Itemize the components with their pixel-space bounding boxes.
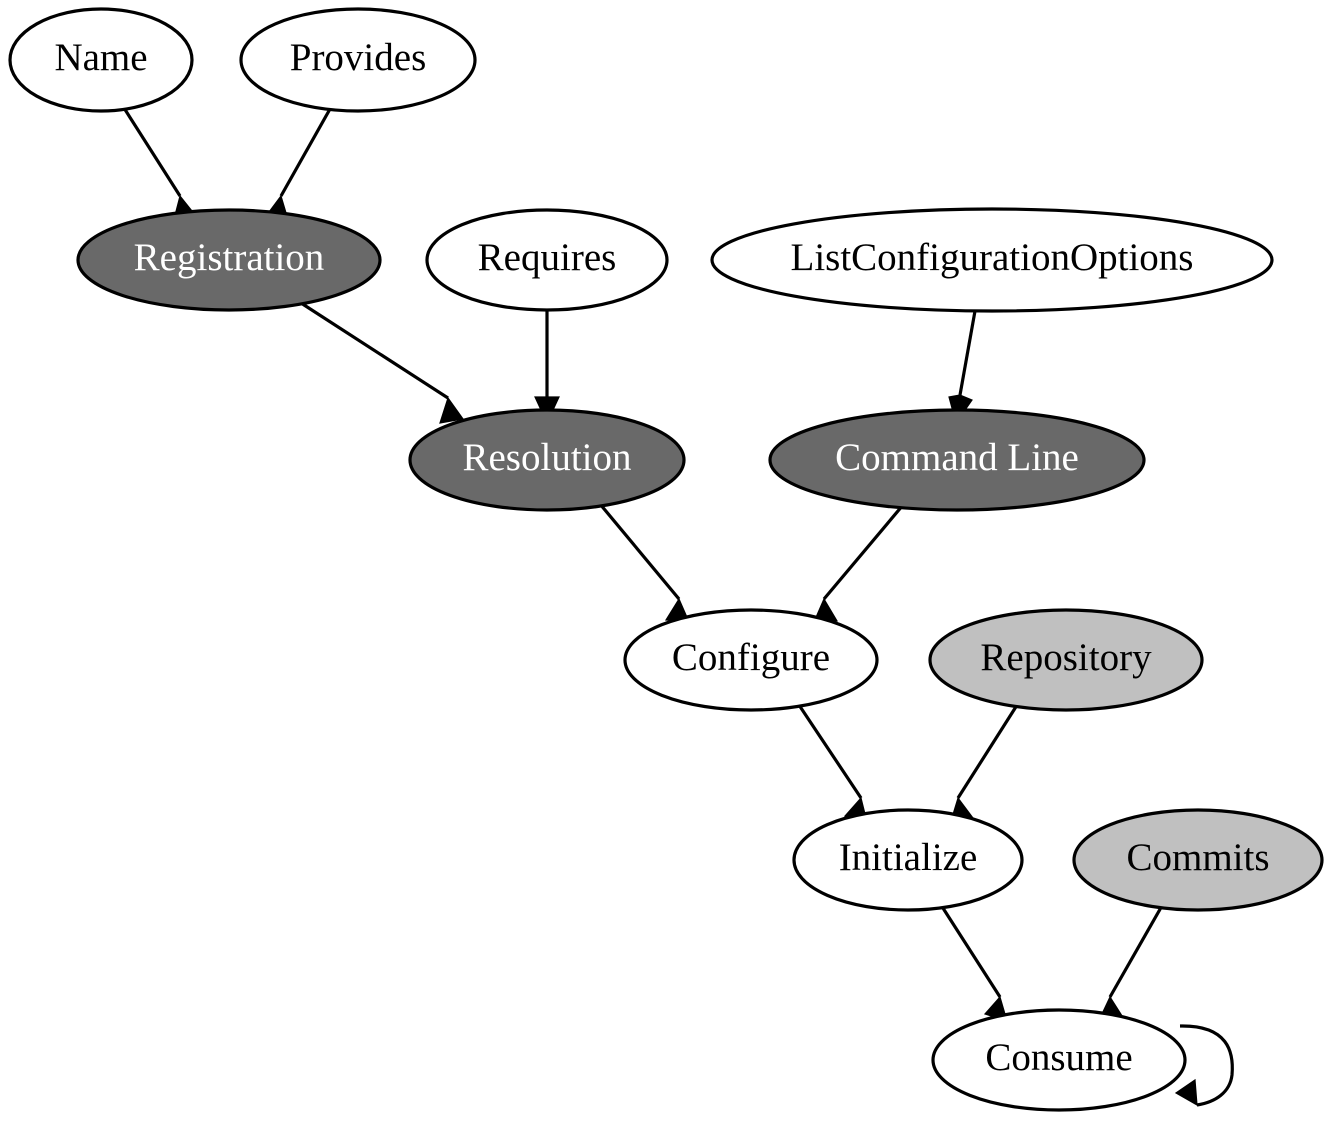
node-listconfig[interactable]: ListConfigurationOptions: [710, 207, 1274, 313]
node-shape-ellipse[interactable]: [239, 7, 477, 113]
edge-line: [956, 701, 1021, 799]
node-shape-ellipse[interactable]: [1072, 808, 1324, 912]
node-shape-ellipse[interactable]: [792, 808, 1024, 912]
edge-line: [1179, 1024, 1234, 1107]
node-commandline[interactable]: Command Line: [768, 408, 1146, 512]
node-shape-ellipse[interactable]: [76, 208, 382, 312]
edge-provides-to-registration[interactable]: [265, 108, 332, 224]
node-registration[interactable]: Registration: [76, 208, 382, 312]
node-consume[interactable]: Consume: [931, 1008, 1187, 1112]
edge-initialize-to-consume[interactable]: [939, 904, 1008, 1022]
edge-commandline-to-configure[interactable]: [813, 503, 905, 623]
arrowhead-icon: [439, 396, 465, 424]
node-name[interactable]: Name: [8, 7, 194, 113]
node-repository[interactable]: Repository: [928, 608, 1204, 712]
edge-line: [822, 503, 905, 601]
edge-listconfig-to-commandline[interactable]: [948, 310, 977, 425]
edge-line: [939, 904, 1002, 998]
node-shape-ellipse[interactable]: [623, 608, 879, 712]
node-requires[interactable]: Requires: [425, 208, 669, 312]
edge-commits-to-consume[interactable]: [1101, 903, 1165, 1020]
arrowhead-icon: [1174, 1078, 1198, 1107]
edge-name-to-registration[interactable]: [122, 107, 198, 224]
node-resolution[interactable]: Resolution: [408, 408, 686, 512]
edge-line: [1108, 903, 1165, 998]
edge-requires-to-resolution[interactable]: [534, 310, 560, 425]
node-configure[interactable]: Configure: [623, 608, 879, 712]
edge-line: [300, 301, 449, 400]
edge-line: [598, 502, 681, 601]
node-initialize[interactable]: Initialize: [792, 808, 1024, 912]
node-shape-ellipse[interactable]: [710, 207, 1274, 313]
edge-consume-to-consume[interactable]: [1174, 1024, 1234, 1107]
node-shape-ellipse[interactable]: [408, 408, 686, 512]
edge-configure-to-initialize[interactable]: [795, 701, 868, 823]
edge-line: [795, 701, 863, 799]
edge-line: [279, 108, 332, 197]
node-shape-ellipse[interactable]: [8, 7, 194, 113]
edge-resolution-to-configure[interactable]: [598, 502, 690, 623]
edge-line: [122, 107, 182, 197]
edge-repository-to-initialize[interactable]: [950, 701, 1021, 822]
edge-line: [958, 310, 977, 396]
node-shape-ellipse[interactable]: [931, 1008, 1187, 1112]
node-provides[interactable]: Provides: [239, 7, 477, 113]
edge-registration-to-resolution[interactable]: [300, 301, 465, 424]
node-shape-ellipse[interactable]: [928, 608, 1204, 712]
node-commits[interactable]: Commits: [1072, 808, 1324, 912]
node-shape-ellipse[interactable]: [425, 208, 669, 312]
node-shape-ellipse[interactable]: [768, 408, 1146, 512]
